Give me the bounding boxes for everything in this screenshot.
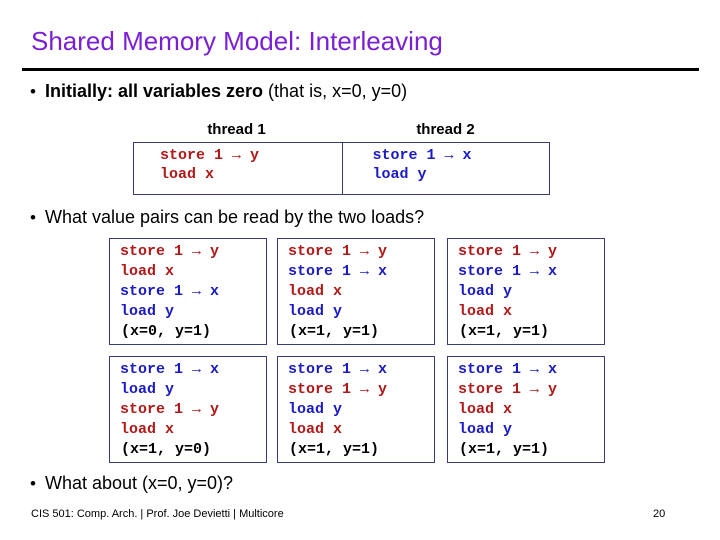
interleaving-3-line-1: load y: [120, 381, 175, 398]
interleaving-3-line-0: store 1 → x: [120, 361, 220, 378]
interleaving-0-line-1: load x: [120, 263, 175, 280]
title-divider: [22, 68, 699, 71]
bullet-initially-bold: Initially: all variables zero: [44, 81, 264, 101]
bullet-value-pairs: • What value pairs can be read by the tw…: [30, 207, 424, 228]
bullet-initially-text: Initially: all variables zero (that is, …: [45, 81, 407, 102]
bullet-marker-icon: •: [30, 82, 36, 101]
bullet-initially: • Initially: all variables zero (that is…: [30, 81, 407, 102]
interleaving-5-line-0: store 1 → x: [458, 361, 558, 378]
interleaving-2-line-3: load x: [458, 303, 513, 320]
interleaving-4-line-1: store 1 → y: [288, 381, 388, 398]
interleaving-2-line-2: load y: [458, 283, 513, 300]
bullet-marker-icon: •: [30, 208, 36, 227]
bullet-initially-rest: (that is, x=0, y=0): [263, 81, 408, 101]
interleaving-5-result: (x=1, y=1): [459, 441, 550, 458]
interleaving-1-line-0: store 1 → y: [288, 243, 388, 260]
interleaving-1-result: (x=1, y=1): [289, 323, 380, 340]
interleaving-1-line-1: store 1 → x: [288, 263, 388, 280]
interleaving-5-line-2: load x: [458, 401, 513, 418]
bullet-what-about-text: What about (x=0, y=0)?: [44, 473, 234, 493]
thread-2-column: store 1 → x load y: [341, 143, 550, 194]
interleaving-1-line-3: load y: [288, 303, 343, 320]
footer-page-number: 20: [653, 508, 666, 520]
interleaving-cell-4: store 1 → x store 1 → y load y load x (x…: [277, 356, 435, 463]
interleaving-5-line-1: store 1 → y: [458, 381, 558, 398]
footer-credit: CIS 501: Comp. Arch. | Prof. Joe Deviett…: [31, 508, 284, 520]
bullet-marker-icon: •: [30, 474, 36, 493]
bullet-what-about: • What about (x=0, y=0)?: [30, 473, 233, 494]
interleaving-0-line-3: load y: [120, 303, 175, 320]
interleaving-grid: store 1 → y load x store 1 → x load y (x…: [109, 238, 605, 470]
thread-program-table: store 1 → y load x store 1 → x load y: [133, 142, 550, 195]
interleaving-3-result: (x=1, y=0): [121, 441, 212, 458]
interleaving-0-line-2: store 1 → x: [120, 283, 220, 300]
bullet-value-pairs-text: What value pairs can be read by the two …: [44, 207, 425, 227]
interleaving-0-result: (x=0, y=1): [121, 323, 212, 340]
interleaving-cell-2: store 1 → y store 1 → x load y load x (x…: [447, 238, 605, 345]
interleaving-2-result: (x=1, y=1): [459, 323, 550, 340]
thread-2-line-1: load y: [372, 166, 427, 183]
interleaving-1-line-2: load x: [288, 283, 343, 300]
interleaving-cell-1: store 1 → y store 1 → x load x load y (x…: [277, 238, 435, 345]
thread-1-header: thread 1: [207, 121, 266, 138]
interleaving-2-line-1: store 1 → x: [458, 263, 558, 280]
thread-1-column: store 1 → y load x: [134, 143, 342, 194]
thread-2-header: thread 2: [416, 121, 475, 138]
interleaving-4-line-0: store 1 → x: [288, 361, 388, 378]
interleaving-4-line-3: load x: [288, 421, 343, 438]
interleaving-4-result: (x=1, y=1): [289, 441, 380, 458]
interleaving-3-line-3: load x: [120, 421, 175, 438]
interleaving-4-line-2: load y: [288, 401, 343, 418]
thread-1-line-0: store 1 → y: [160, 147, 260, 164]
interleaving-5-line-3: load y: [458, 421, 513, 438]
interleaving-0-line-0: store 1 → y: [120, 243, 220, 260]
thread-2-line-0: store 1 → x: [372, 147, 472, 164]
interleaving-2-line-0: store 1 → y: [458, 243, 558, 260]
interleaving-cell-3: store 1 → x load y store 1 → y load x (x…: [109, 356, 267, 463]
interleaving-cell-0: store 1 → y load x store 1 → x load y (x…: [109, 238, 267, 345]
thread-1-line-1: load x: [160, 166, 215, 183]
interleaving-cell-5: store 1 → x store 1 → y load x load y (x…: [447, 356, 605, 463]
interleaving-3-line-2: store 1 → y: [120, 401, 220, 418]
page-title: Shared Memory Model: Interleaving: [31, 26, 443, 56]
